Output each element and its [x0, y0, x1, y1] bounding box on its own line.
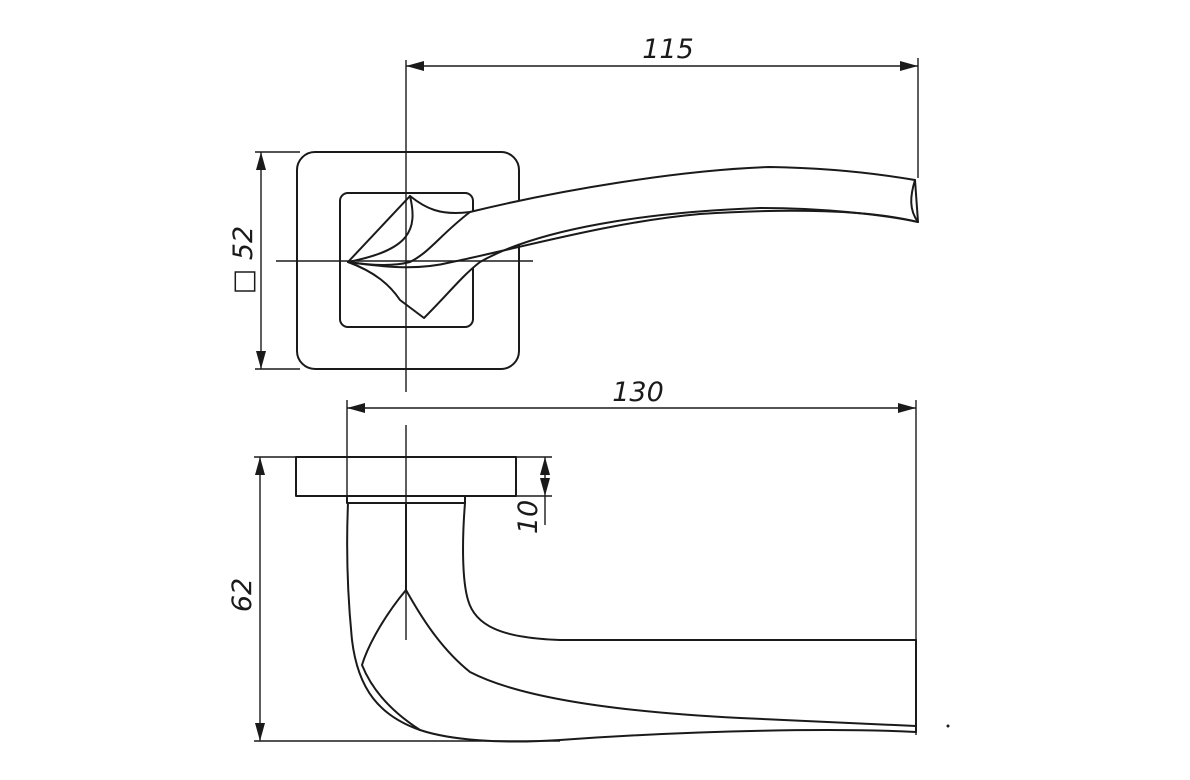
dim-52-label: □ 52 [228, 226, 259, 294]
dim-130-arrow-left [347, 403, 365, 413]
dim-62-arrow-bottom [255, 723, 265, 741]
lever-side-outline [346, 502, 917, 743]
dim-115-label: 115 [642, 34, 694, 65]
dim-115-arrow-left [406, 61, 424, 71]
side-view: 130 62 10 [227, 377, 917, 743]
lever-top-ridge-1 [347, 195, 414, 263]
dim-10-label: 10 [513, 500, 544, 534]
dim-10-arrow-bottom [540, 478, 550, 496]
dim-52-arrow-top [256, 152, 266, 170]
lever-side-ridge-2 [405, 589, 917, 727]
lever-top-ridge-3 [347, 209, 919, 269]
dim-130-arrow-right [898, 403, 916, 413]
dim-115-arrow-right [900, 61, 918, 71]
top-view: 115 □ 52 [228, 34, 919, 392]
dim-130-label: 130 [612, 377, 664, 408]
dim-62-label: 62 [227, 578, 258, 612]
lever-top-outline [347, 166, 919, 319]
dim-62-arrow-top [255, 457, 265, 475]
speck-dot [946, 724, 950, 728]
dim-52-arrow-bottom [256, 351, 266, 369]
lever-side-ridge-1 [361, 589, 421, 731]
lever-top-end [910, 179, 919, 223]
dim-10-arrow-top [540, 457, 550, 475]
